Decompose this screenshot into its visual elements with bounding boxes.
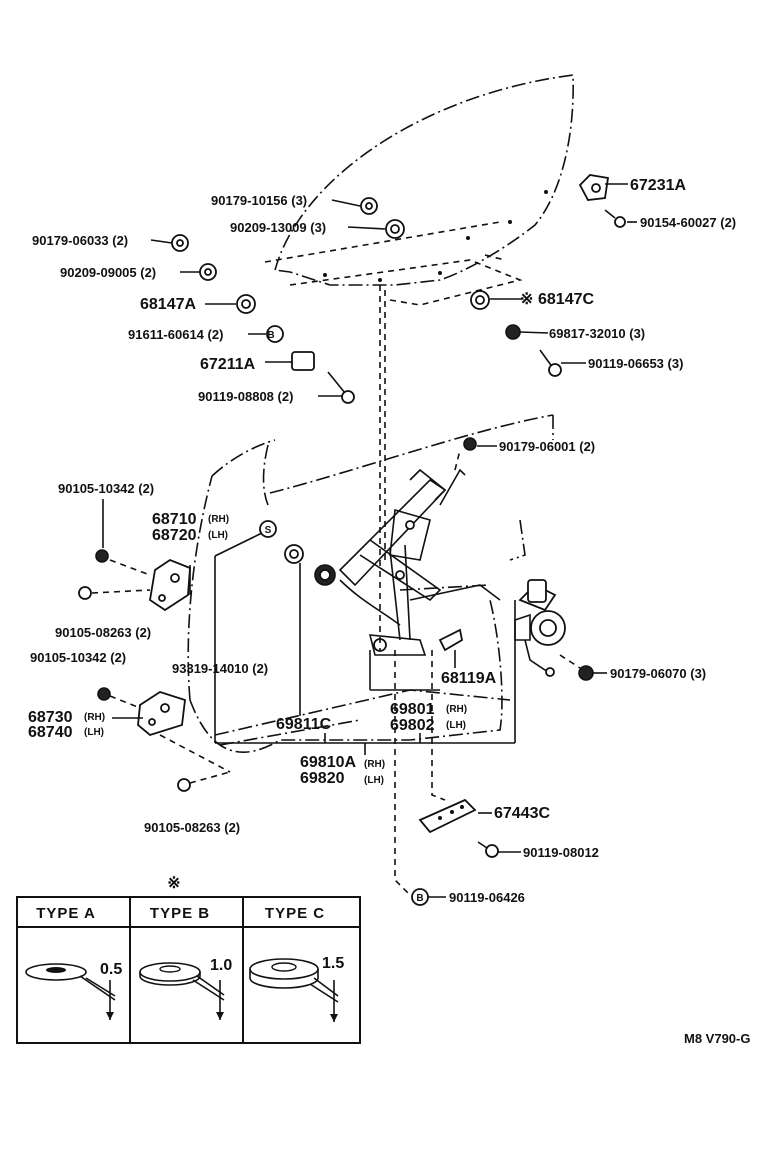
label-69801: 69801 bbox=[390, 701, 435, 718]
label-69810A-rh: (RH) bbox=[364, 759, 385, 770]
door-panel-outline bbox=[187, 414, 554, 753]
drawing-code: M8 V790-G bbox=[684, 1031, 750, 1046]
type-a-thickness: 0.5 bbox=[100, 961, 122, 978]
type-b-header: TYPE B bbox=[150, 905, 210, 922]
hinge-upper bbox=[149, 558, 191, 612]
asterisk-mark: ※ bbox=[520, 291, 533, 308]
type-a-header: TYPE A bbox=[36, 905, 96, 922]
label-90209-09005: 90209-09005 (2) bbox=[60, 265, 156, 280]
label-69820-lh: (LH) bbox=[364, 775, 384, 786]
label-90105-10342-upper: 90105-10342 (2) bbox=[58, 481, 154, 496]
label-91611-60614: 91611-60614 (2) bbox=[128, 327, 223, 342]
label-90179-06033: 90179-06033 (2) bbox=[32, 233, 128, 248]
type-c-header: TYPE C bbox=[265, 905, 325, 922]
bracket-67443C bbox=[418, 798, 477, 834]
label-69802-lh: (LH) bbox=[446, 720, 466, 731]
fasteners bbox=[78, 174, 626, 906]
washer-type-a: 0.5 bbox=[25, 961, 122, 1020]
label-69811C: 69811C bbox=[276, 716, 332, 733]
label-90179-06070: 90179-06070 (3) bbox=[610, 666, 706, 681]
ref-b-lower: B bbox=[416, 893, 423, 904]
type-c-thickness: 1.5 bbox=[322, 955, 344, 972]
label-68147C: 68147C bbox=[538, 291, 594, 308]
ref-b-upper: B bbox=[267, 330, 274, 341]
label-68730: 68730 bbox=[28, 709, 73, 726]
label-68720-lh: (LH) bbox=[208, 530, 228, 541]
label-69820: 69820 bbox=[300, 770, 345, 787]
label-68119A: 68119A bbox=[441, 670, 497, 687]
label-90119-08012: 90119-08012 bbox=[523, 845, 599, 860]
label-90179-06001: 90179-06001 (2) bbox=[499, 439, 595, 454]
window-regulator bbox=[314, 449, 501, 656]
label-90209-13009: 90209-13009 (3) bbox=[230, 220, 326, 235]
label-67211A: 67211A bbox=[200, 356, 256, 373]
label-90105-08263-upper: 90105-08263 (2) bbox=[55, 625, 151, 640]
label-93319-14010: 93319-14010 (2) bbox=[172, 661, 268, 676]
label-90119-08808: 90119-08808 (2) bbox=[198, 389, 293, 404]
label-69801-rh: (RH) bbox=[446, 704, 467, 715]
label-90105-08263-lower: 90105-08263 (2) bbox=[144, 820, 240, 835]
label-90119-06653: 90119-06653 (3) bbox=[588, 356, 683, 371]
table-asterisk: ※ bbox=[167, 875, 180, 892]
label-68147A: 68147A bbox=[140, 296, 196, 313]
label-67443C: 67443C bbox=[494, 805, 550, 822]
label-90179-10156: 90179-10156 (3) bbox=[211, 193, 307, 208]
washer-type-c: 1.5 bbox=[249, 955, 344, 1022]
part-labels: 67231A 90154-60027 (2) 90179-10156 (3) 9… bbox=[28, 177, 736, 905]
washer-type-table: ※ TYPE A TYPE B TYPE C 0.5 1.0 bbox=[16, 875, 361, 1044]
type-b-thickness: 1.0 bbox=[210, 957, 232, 974]
glass-channel-outline bbox=[240, 221, 523, 560]
label-68740: 68740 bbox=[28, 724, 73, 741]
label-90105-10342-lower: 90105-10342 (2) bbox=[30, 650, 126, 665]
hinge-lower bbox=[137, 691, 186, 737]
ref-s: S bbox=[265, 525, 272, 536]
label-69802: 69802 bbox=[390, 717, 435, 734]
label-90119-06426: 90119-06426 bbox=[449, 890, 525, 905]
label-68740-lh: (LH) bbox=[84, 727, 104, 738]
label-69817-32010: 69817-32010 (3) bbox=[549, 326, 645, 341]
label-90154-60027: 90154-60027 (2) bbox=[640, 215, 736, 230]
washer-type-b: 1.0 bbox=[139, 957, 232, 1020]
leader-lines bbox=[102, 183, 637, 898]
label-68730-rh: (RH) bbox=[84, 712, 105, 723]
door-glass bbox=[273, 74, 574, 286]
label-68710: 68710 bbox=[152, 511, 197, 528]
label-68720: 68720 bbox=[152, 527, 197, 544]
label-69810A: 69810A bbox=[300, 754, 356, 771]
regulator-motor bbox=[514, 579, 566, 677]
label-67231A: 67231A bbox=[630, 177, 686, 194]
label-68710-rh: (RH) bbox=[208, 514, 229, 525]
